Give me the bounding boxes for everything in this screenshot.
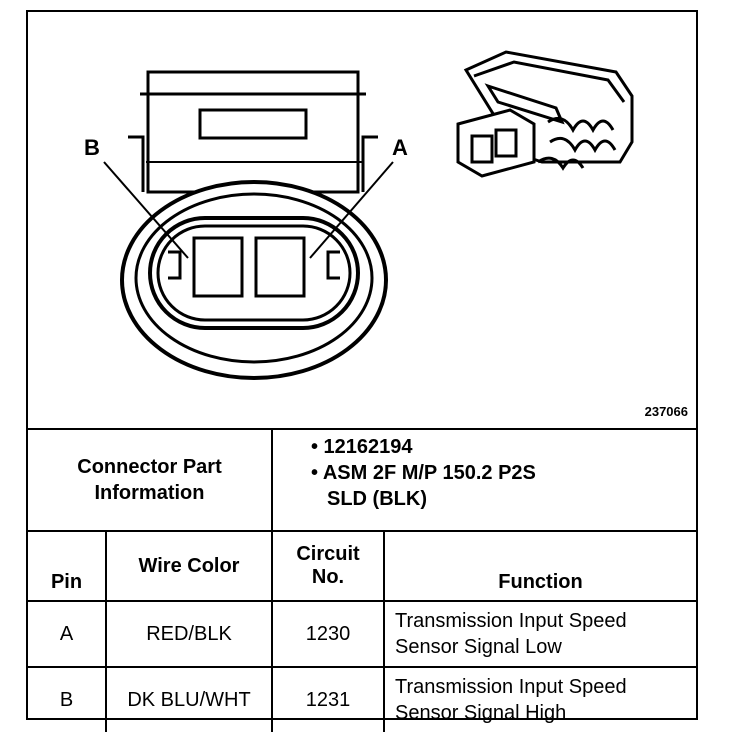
function-line2: Sensor Signal High (395, 702, 567, 724)
connector-pinout-table: Connector Part Information • 12162194 • … (28, 430, 696, 732)
terminal-b (192, 236, 244, 298)
connector-diagram-frame: B A 237066 Connec (26, 10, 698, 732)
connector-drawing-area: B A 237066 (28, 12, 696, 430)
header-circuit-line1: Circuit (296, 543, 360, 565)
terminal-a (254, 236, 306, 298)
wire-color-cell: RED/BLK (105, 600, 273, 668)
header-pin: Pin (28, 530, 107, 602)
connector-latch-window (198, 108, 308, 140)
function-line1: Transmission Input Speed (395, 676, 627, 698)
part-description-item: • ASM 2F M/P 150.2 P2S (311, 462, 536, 484)
connector-outer-oval (120, 180, 388, 380)
table-row: A RED/BLK 1230 Transmission Input Speed … (28, 600, 696, 668)
connector-part-info-label: Connector Part Information (28, 430, 273, 532)
connector-face-view: B A (84, 50, 634, 380)
function-line2: Sensor Signal Low (395, 636, 562, 658)
connector-perspective-illustration (456, 50, 634, 178)
pin-cell: B (28, 666, 107, 732)
connector-seal-oval (134, 192, 374, 364)
function-cell: Transmission Input Speed Sensor Signal H… (383, 666, 696, 732)
header-wire-color: Wire Color (105, 530, 273, 602)
connector-part-label-line2: Information (94, 482, 205, 504)
pin-a-callout: A (392, 135, 408, 160)
pin-cell: A (28, 600, 107, 668)
pin-b-callout: B (84, 135, 100, 160)
header-circuit-no: Circuit No. (271, 530, 385, 602)
wire-color-cell: DK BLU/WHT (105, 666, 273, 732)
pin-a-leader-line (309, 161, 394, 259)
connector-part-label-line1: Connector Part (77, 456, 222, 478)
header-circuit-line2: No. (311, 566, 345, 588)
part-description-continued: SLD (BLK) (327, 488, 427, 510)
function-line1: Transmission Input Speed (395, 610, 627, 632)
connector-inner-cavity (148, 216, 360, 330)
connector-part-info-list: • 12162194 • ASM 2F M/P 150.2 P2S SLD (B… (271, 430, 696, 532)
figure-number: 237066 (644, 404, 688, 419)
function-cell: Transmission Input Speed Sensor Signal L… (383, 600, 696, 668)
header-function: Function (383, 530, 696, 602)
circuit-cell: 1230 (271, 600, 385, 668)
circuit-cell: 1231 (271, 666, 385, 732)
pin-b-leader-line (103, 161, 189, 259)
part-number-item: • 12162194 (311, 436, 413, 458)
table-row: B DK BLU/WHT 1231 Transmission Input Spe… (28, 666, 696, 732)
